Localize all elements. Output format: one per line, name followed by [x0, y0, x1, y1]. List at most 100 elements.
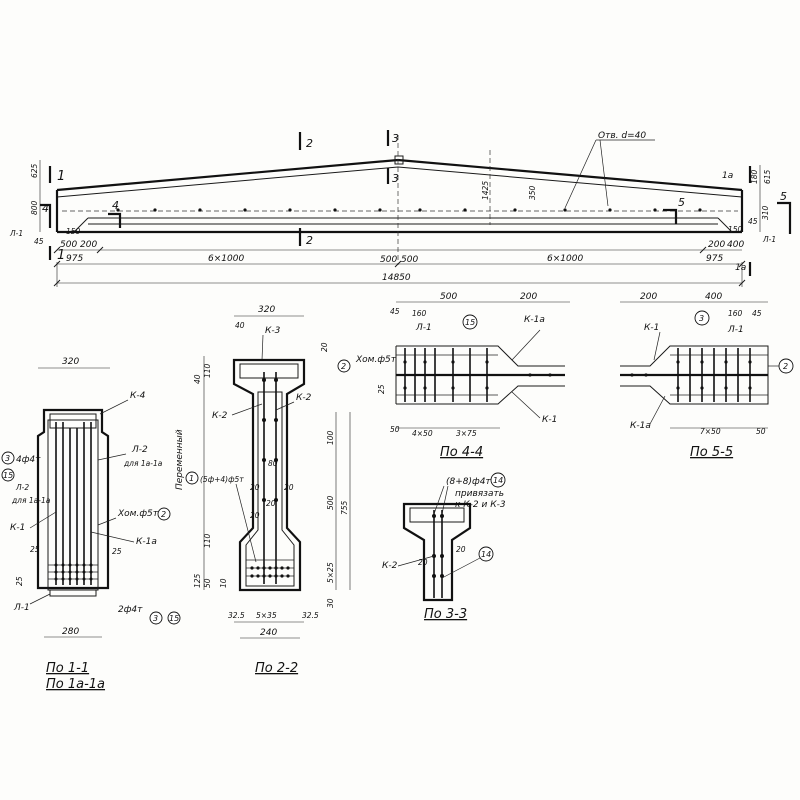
svg-text:400: 400	[727, 240, 744, 250]
svg-text:К-1: К-1	[644, 323, 659, 333]
svg-text:1: 1	[57, 169, 65, 184]
svg-text:К-1: К-1	[10, 523, 25, 533]
svg-text:к К-2 и К-3: к К-2 и К-3	[455, 500, 506, 510]
svg-text:Л-1: Л-1	[9, 229, 23, 238]
svg-text:3: 3	[392, 172, 399, 185]
svg-text:5×25: 5×25	[326, 562, 335, 583]
svg-text:200: 200	[520, 292, 537, 302]
svg-text:2: 2	[341, 362, 346, 371]
svg-text:3: 3	[699, 314, 704, 323]
svg-text:80: 80	[268, 459, 278, 468]
cut-5-right	[777, 201, 792, 234]
section-4-caption: По 4-4	[440, 445, 483, 460]
svg-text:500: 500	[60, 240, 77, 250]
vertical-bars	[55, 422, 92, 585]
svg-text:320: 320	[62, 357, 79, 367]
svg-text:1: 1	[57, 248, 65, 263]
svg-text:30: 30	[326, 598, 335, 608]
svg-text:110: 110	[203, 533, 212, 548]
svg-text:5: 5	[780, 190, 787, 203]
svg-text:10: 10	[219, 578, 228, 588]
section-2-caption: По 2-2	[255, 661, 298, 676]
svg-text:320: 320	[258, 305, 275, 315]
svg-text:для 1а-1а: для 1а-1а	[123, 459, 163, 468]
section-3-caption: По 3-3	[424, 607, 467, 622]
svg-text:20: 20	[456, 545, 466, 554]
svg-text:привязать: привязать	[455, 489, 504, 499]
svg-text:800: 800	[30, 200, 39, 215]
svg-text:2ф4т: 2ф4т	[118, 605, 143, 615]
svg-text:50: 50	[390, 425, 400, 434]
svg-text:25: 25	[15, 576, 24, 586]
svg-text:625: 625	[30, 163, 39, 178]
svg-text:400: 400	[705, 292, 722, 302]
svg-text:310: 310	[761, 205, 770, 220]
svg-text:Л-2: Л-2	[131, 445, 148, 455]
svg-text:350: 350	[528, 185, 537, 200]
svg-text:200: 200	[80, 240, 97, 250]
section-1-caption: По 1-1	[46, 661, 89, 676]
svg-text:К-1: К-1	[542, 415, 557, 425]
svg-text:3: 3	[5, 454, 10, 463]
svg-text:15: 15	[465, 318, 475, 327]
svg-text:5: 5	[678, 196, 685, 209]
ridge-marker	[394, 155, 404, 165]
svg-text:Переменный: Переменный	[175, 429, 185, 490]
svg-text:7×50: 7×50	[700, 427, 721, 436]
svg-text:4: 4	[112, 199, 119, 212]
svg-text:150: 150	[66, 227, 81, 236]
svg-text:200: 200	[708, 240, 725, 250]
right-haunch	[717, 217, 733, 233]
svg-text:20: 20	[284, 483, 294, 492]
svg-text:20: 20	[250, 483, 260, 492]
svg-text:15: 15	[169, 614, 179, 623]
svg-text:20: 20	[418, 558, 428, 567]
svg-text:40: 40	[193, 374, 202, 384]
svg-text:4: 4	[42, 202, 49, 215]
section-2-outline	[232, 358, 306, 592]
svg-text:2: 2	[783, 362, 788, 371]
svg-text:25: 25	[112, 547, 122, 556]
svg-text:6×1000: 6×1000	[208, 254, 244, 264]
svg-text:20: 20	[266, 499, 276, 508]
svg-text:1: 1	[189, 474, 194, 483]
beam-elevation: Отв. d=40 2 2 3 3 1 1 1а 1а 4 5 5 4 625 …	[9, 130, 792, 287]
section-4-4: 500 200 45 160 Л-1 15 К-1а 25 К-1 5	[377, 292, 570, 460]
svg-text:110: 110	[203, 363, 212, 378]
section-2-stirrup	[245, 391, 295, 587]
svg-text:755: 755	[340, 500, 349, 515]
cut-5-mark	[663, 208, 678, 224]
total-length: 14850	[382, 273, 411, 283]
svg-text:2: 2	[161, 510, 166, 519]
svg-text:К-2: К-2	[212, 411, 228, 421]
svg-text:500: 500	[326, 495, 335, 510]
svg-text:50: 50	[756, 427, 766, 436]
svg-text:4ф4т: 4ф4т	[16, 455, 41, 465]
svg-text:45: 45	[752, 309, 762, 318]
svg-text:25: 25	[377, 384, 386, 394]
svg-text:К-3: К-3	[265, 326, 281, 336]
cut-4-mark	[108, 212, 122, 228]
svg-text:25: 25	[30, 545, 40, 554]
svg-text:Л-1: Л-1	[415, 323, 432, 333]
svg-text:3: 3	[153, 614, 158, 623]
svg-text:14: 14	[493, 476, 503, 485]
section-1a-caption: По 1а-1а	[46, 677, 105, 692]
bottom-bar-dots	[116, 208, 702, 212]
bottom-mesh	[48, 563, 98, 581]
section-4-stirrups	[396, 348, 552, 402]
svg-text:160: 160	[728, 309, 743, 318]
svg-text:2: 2	[306, 137, 313, 150]
svg-text:К-4: К-4	[130, 391, 146, 401]
svg-text:К-2: К-2	[382, 561, 398, 571]
svg-text:125: 125	[193, 573, 202, 588]
svg-text:(8+8)ф4т: (8+8)ф4т	[446, 477, 491, 487]
svg-text:500: 500	[440, 292, 457, 302]
section-1-outline	[36, 408, 110, 590]
svg-text:20: 20	[320, 342, 329, 352]
svg-text:для 1а-1а: для 1а-1а	[11, 496, 51, 505]
svg-text:1а: 1а	[722, 171, 733, 181]
svg-text:2: 2	[306, 234, 313, 247]
svg-text:40: 40	[235, 321, 245, 330]
svg-text:100: 100	[326, 430, 335, 445]
